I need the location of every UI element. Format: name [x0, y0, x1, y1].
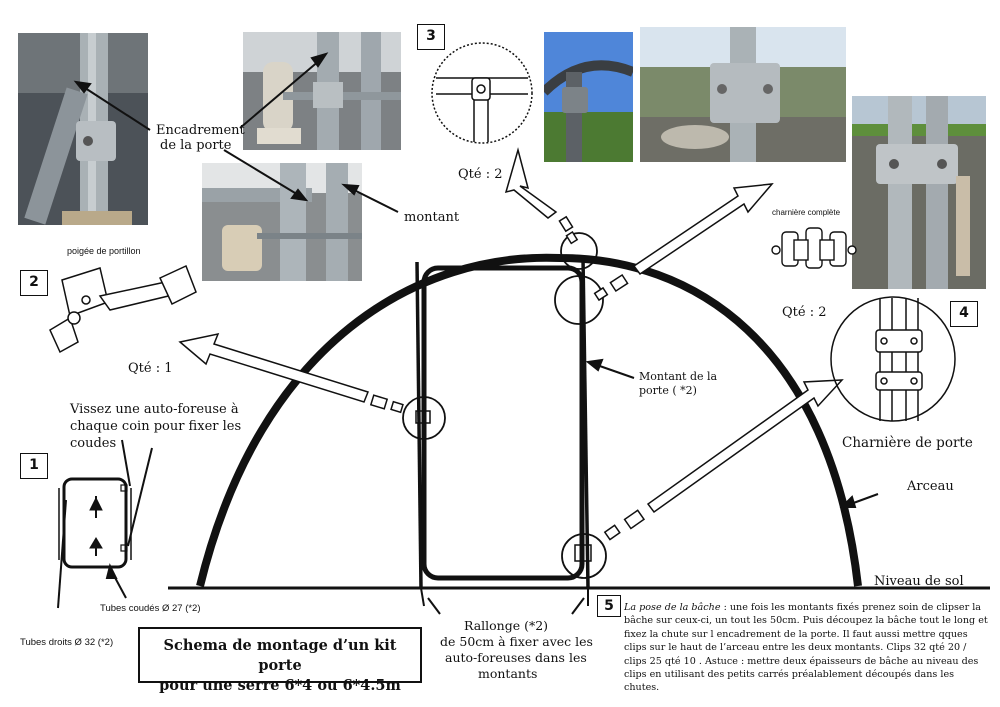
right-door-post: [581, 257, 590, 589]
label-poignee: poigée de portillon: [67, 246, 141, 256]
label-montant-porte-line2: porte ( *2): [639, 384, 697, 397]
component-3-detail: [431, 42, 533, 144]
callout-number-4: 4: [950, 301, 978, 327]
callout-number-3: 3: [417, 24, 445, 50]
label-vissez-line2: chaque coin pour fixer les: [70, 419, 242, 434]
label-vissez-line1: Vissez une auto-foreuse à: [70, 402, 239, 417]
label-tubes-coudes: Tubes coudés Ø 27 (*2): [100, 603, 201, 614]
label-charniere-complete: charnière complète: [772, 208, 841, 217]
label-montant-porte-line1: Montant de la: [639, 370, 718, 383]
photo-hinge-closeup: [852, 96, 986, 289]
component-4-hinge-detail: [830, 296, 956, 422]
detail-circle-handle: [402, 396, 446, 440]
detail-circle-top: [560, 232, 598, 270]
complete-hinge-drawing: [771, 227, 857, 269]
label-vissez-line3: coudes: [70, 436, 117, 451]
component-2-handle: [49, 264, 197, 354]
tarp-installation-note: La pose de la bâche : une fois les monta…: [624, 601, 989, 695]
arrow-to-handle: [178, 332, 404, 414]
label-qte-1: Qté : 1: [128, 361, 173, 376]
diagram-title-box: Schema de montage d’un kit porte pour un…: [138, 627, 422, 694]
diagram-title-line2: pour une serre 6*4 ou 6*4.5m: [159, 677, 401, 694]
left-door-post: [415, 261, 423, 589]
photo-door-handle-closeup: [18, 33, 148, 225]
label-rallonge-line2: de 50cm à fixer avec les: [440, 634, 593, 649]
label-rallonge-line3: auto-foreuses dans les: [445, 650, 587, 665]
door-frame: [421, 265, 585, 581]
note-body: : une fois les montants fixés prenez soi…: [624, 602, 988, 694]
detail-circle-lower-hinge: [561, 533, 607, 579]
photo-hinge-ground: [640, 27, 846, 162]
label-encadrement-line1: Encadrement: [156, 123, 245, 138]
label-qte-2-right: Qté : 2: [782, 305, 827, 320]
label-rallonge-line4: montants: [478, 666, 538, 681]
label-montant: montant: [404, 210, 460, 225]
note-heading: La pose de la bâche: [624, 602, 721, 613]
label-niveau-sol: Niveau de sol: [874, 574, 964, 589]
callout-number-1: 1: [20, 453, 48, 479]
arrow-to-top-detail: [504, 147, 579, 245]
callout-number-5: 5: [597, 595, 621, 617]
label-rallonge-line1: Rallonge (*2): [464, 618, 549, 633]
arrow-to-hinge-detail: [603, 379, 844, 541]
label-arceau: Arceau: [907, 479, 954, 494]
detail-circle-upper-hinge: [554, 275, 604, 325]
label-qte-2-top: Qté : 2: [458, 167, 503, 182]
photo-frame-top: [243, 32, 401, 150]
greenhouse-arch: [196, 253, 862, 587]
arrow-to-hinge-photo: [593, 183, 774, 302]
label-tubes-droits: Tubes droits Ø 32 (*2): [20, 637, 114, 648]
callout-number-2: 2: [20, 270, 48, 296]
photo-frame-bottom: [202, 163, 362, 281]
component-1-bent-tubes: [58, 477, 132, 569]
label-encadrement-line2: de la porte: [160, 138, 232, 153]
label-charniere-porte: Charnière de porte: [842, 435, 973, 451]
photo-hinge-sky: [544, 32, 633, 162]
diagram-title-line1: Schema de montage d’un kit porte: [163, 637, 397, 674]
